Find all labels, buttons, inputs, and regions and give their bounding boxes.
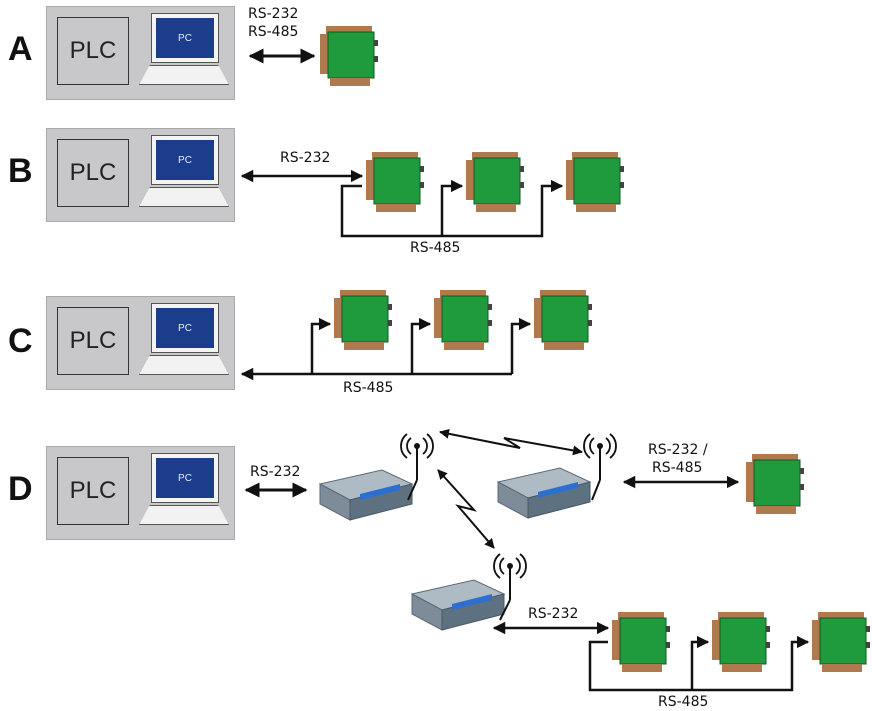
row-c-io-board-1 — [333, 289, 393, 351]
antenna-icon — [583, 433, 617, 481]
row-a-link-label-1: RS-232 — [248, 6, 299, 22]
row-d-bottom-link-label: RS-232 — [528, 606, 579, 622]
plc-box: PLC — [57, 307, 129, 375]
row-c-station: PLC PC — [46, 296, 235, 390]
row-b-io-board-3 — [565, 151, 625, 213]
row-d-link-label: RS-232 — [250, 464, 301, 480]
row-c-io-board-2 — [433, 289, 493, 351]
row-d-io-board-3 — [811, 611, 871, 673]
pc-label: PC — [156, 308, 214, 348]
row-d-station: PLC PC — [46, 446, 235, 540]
row-c-bus-label: RS-485 — [343, 380, 394, 396]
row-a-letter: A — [8, 30, 33, 68]
row-a-link-label-2: RS-485 — [248, 24, 299, 40]
row-a-station: PLC PC — [46, 6, 235, 100]
row-d-right-link-label-2: RS-485 — [652, 460, 703, 476]
row-d-right-link-label-1: RS-232 / — [648, 442, 708, 458]
laptop-icon: PC — [139, 303, 229, 379]
row-c-letter: C — [8, 322, 33, 360]
row-b-io-board-2 — [465, 151, 525, 213]
wireless-link-top — [439, 428, 583, 456]
row-d-letter: D — [8, 470, 33, 508]
wireless-link-diagonal — [437, 469, 495, 549]
radio-modem-1 — [319, 469, 413, 521]
pc-label: PC — [156, 140, 214, 180]
laptop-icon: PC — [139, 13, 229, 89]
radio-modem-2 — [497, 467, 591, 519]
laptop-icon: PC — [139, 135, 229, 211]
pc-label: PC — [156, 458, 214, 498]
row-b-station: PLC PC — [46, 128, 235, 222]
row-d-io-board-remote — [745, 453, 805, 515]
laptop-icon: PC — [139, 453, 229, 529]
antenna-icon — [400, 433, 434, 481]
row-d-io-board-1 — [611, 611, 671, 673]
plc-box: PLC — [57, 17, 129, 85]
row-b-io-board-1 — [365, 151, 425, 213]
row-a-io-board — [319, 25, 379, 87]
radio-modem-3 — [411, 579, 505, 631]
plc-box: PLC — [57, 457, 129, 525]
row-b-bus-label: RS-485 — [410, 240, 461, 256]
row-b-link-label: RS-232 — [280, 150, 331, 166]
row-d-io-board-2 — [711, 611, 771, 673]
row-b-letter: B — [8, 152, 33, 190]
plc-box: PLC — [57, 139, 129, 207]
row-d-bottom-bus-label: RS-485 — [658, 694, 709, 710]
row-c-io-board-3 — [533, 289, 593, 351]
pc-label: PC — [156, 18, 214, 58]
